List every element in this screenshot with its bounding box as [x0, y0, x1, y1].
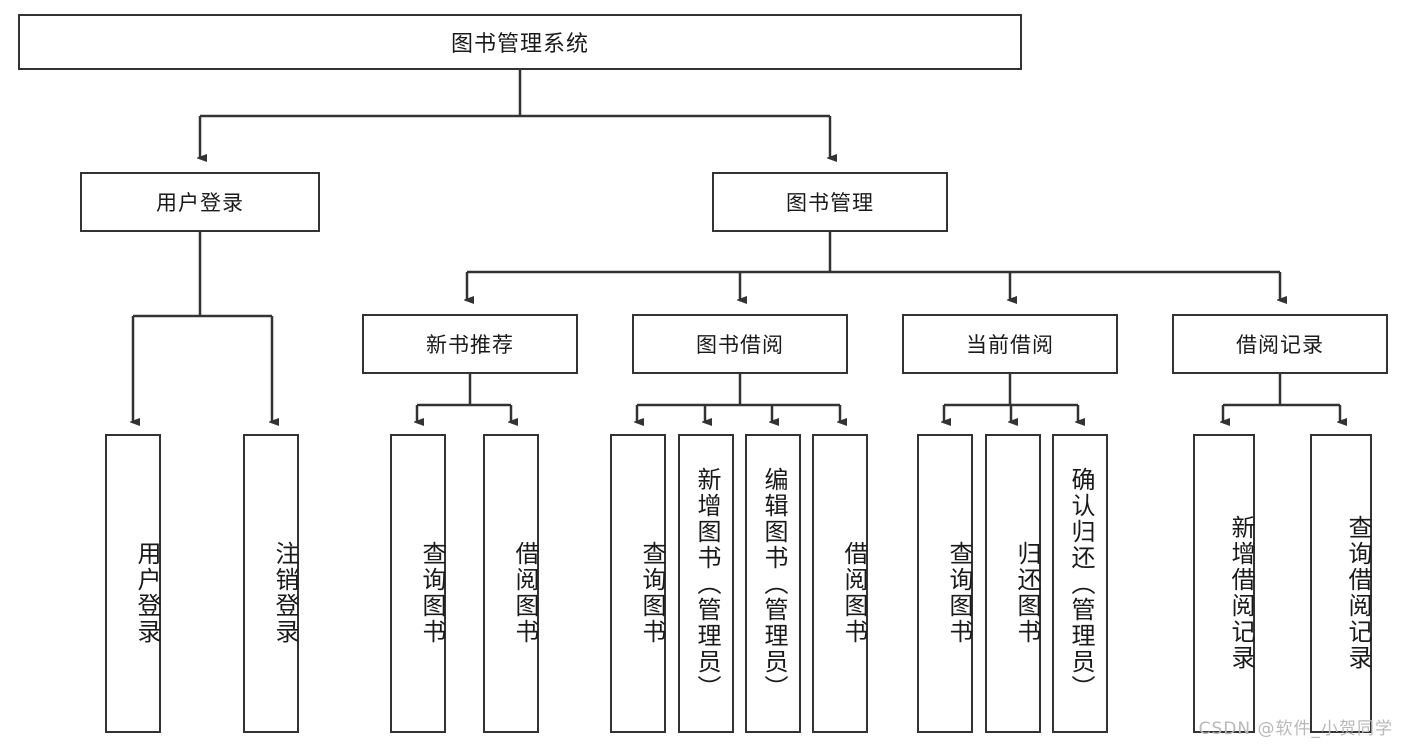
- node-borrow-records[interactable]: 借阅记录: [1172, 314, 1388, 374]
- leaf-node-borrow-book-new[interactable]: 借阅图书: [483, 434, 539, 733]
- leaf-node-edit-book-admin[interactable]: 编辑图书（管理员）: [745, 434, 801, 733]
- leaf-node-logout[interactable]: 注销登录: [243, 434, 299, 733]
- node-root-system[interactable]: 图书管理系统: [18, 14, 1022, 70]
- node-user-login[interactable]: 用户登录: [80, 172, 320, 232]
- node-current-borrow[interactable]: 当前借阅: [902, 314, 1118, 374]
- leaf-node-user-login[interactable]: 用户登录: [105, 434, 161, 733]
- leaf-node-return-book[interactable]: 归还图书: [985, 434, 1041, 733]
- node-book-manage[interactable]: 图书管理: [712, 172, 948, 232]
- leaf-node-add-book-admin[interactable]: 新增图书（管理员）: [678, 434, 734, 733]
- node-new-book-recommend[interactable]: 新书推荐: [362, 314, 578, 374]
- leaf-node-add-borrow-record[interactable]: 新增借阅记录: [1193, 434, 1255, 733]
- leaf-node-query-book-borrow[interactable]: 查询图书: [610, 434, 666, 733]
- leaf-node-query-book-current[interactable]: 查询图书: [917, 434, 973, 733]
- node-book-borrow[interactable]: 图书借阅: [632, 314, 848, 374]
- leaf-node-confirm-return-admin[interactable]: 确认归还（管理员）: [1052, 434, 1108, 733]
- leaf-node-query-book-new[interactable]: 查询图书: [390, 434, 446, 733]
- leaf-node-query-borrow-record[interactable]: 查询借阅记录: [1310, 434, 1372, 733]
- leaf-node-borrow-book[interactable]: 借阅图书: [812, 434, 868, 733]
- watermark-text: CSDN @软件_小贺同学: [1198, 719, 1393, 739]
